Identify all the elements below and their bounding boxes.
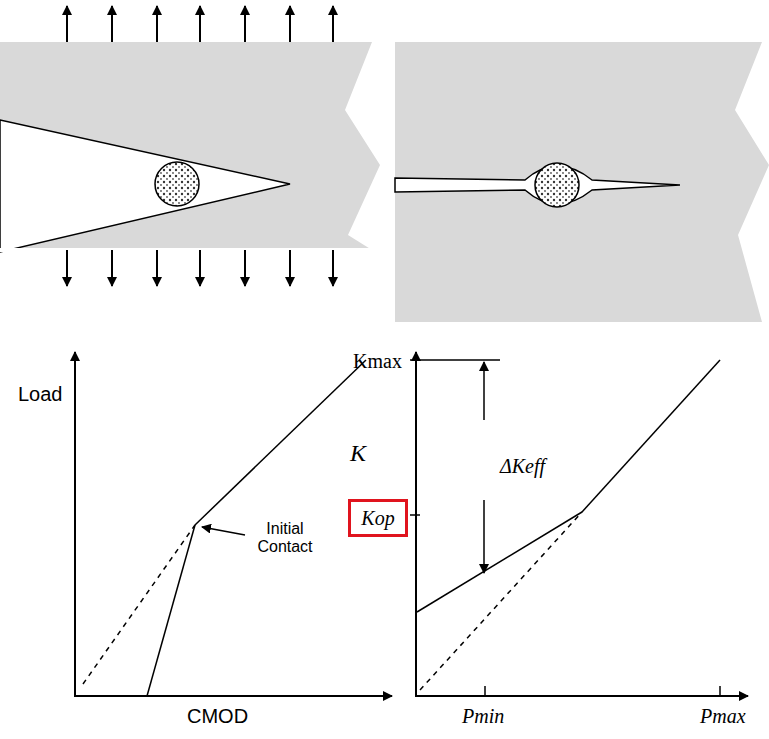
tick-label: Pmax xyxy=(700,705,746,727)
load-arrows xyxy=(67,6,333,286)
particle xyxy=(155,162,199,206)
axis-label: CMOD xyxy=(187,705,248,727)
highlight-box: Kop xyxy=(348,499,408,537)
tick-label: Pmin xyxy=(462,705,504,727)
k-load-chart xyxy=(410,352,748,697)
tick-label: Kop xyxy=(361,507,394,529)
specimen xyxy=(395,42,769,322)
load-cmod-chart xyxy=(74,352,392,697)
axis-label: Load xyxy=(18,383,63,405)
particle xyxy=(535,163,579,207)
callout-label: Initial Contact xyxy=(250,520,320,555)
range-label: ΔKeff xyxy=(500,455,545,477)
open-crack xyxy=(0,120,290,252)
tick-label: Kmax xyxy=(353,350,402,372)
axis-label: K xyxy=(350,440,366,466)
